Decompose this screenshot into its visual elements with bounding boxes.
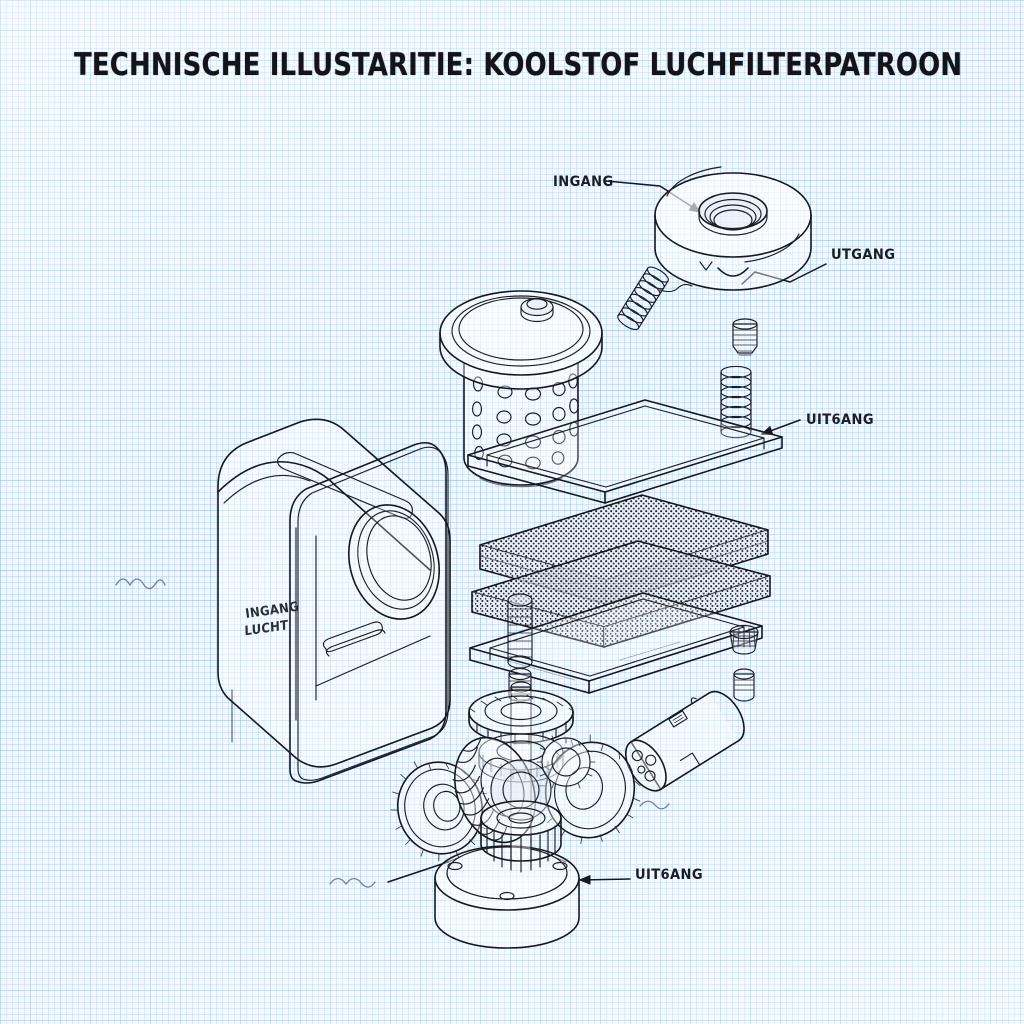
part-spring-right <box>720 365 752 439</box>
part-knurled-knob <box>729 624 759 655</box>
part-housing: INGANG LUCHT <box>217 418 451 784</box>
callout-leaders <box>387 180 827 885</box>
part-frame-top <box>467 399 783 504</box>
housing-label-line1: INGANG <box>244 600 300 622</box>
gear-left <box>390 761 490 862</box>
callout-ingang-top: INGANG <box>553 174 614 190</box>
part-motor <box>624 690 745 792</box>
part-spacer <box>733 668 755 702</box>
callout-labels: INGANG UTGANG UIT6ANG UIT6ANG <box>553 174 895 883</box>
leader-utgang-top <box>741 263 827 285</box>
part-cap-bolt <box>732 318 758 356</box>
part-filter-canister <box>439 290 603 488</box>
gear-hub <box>490 759 552 821</box>
part-cap-spring <box>617 266 669 331</box>
spring-wire-tail <box>659 283 693 293</box>
part-base-cylinder <box>434 845 580 949</box>
gear-lower-pinion <box>480 800 562 873</box>
part-gear-train <box>390 681 641 873</box>
housing-label-line2: LUCHT <box>244 618 288 639</box>
sketch-marks <box>115 578 670 888</box>
part-frame-bottom <box>469 592 763 694</box>
leader-bottom-left <box>387 861 449 883</box>
callout-uitgang-bottom: UIT6ANG <box>635 867 703 883</box>
gear-idler-right <box>536 735 596 792</box>
callout-utgang-top: UTGANG <box>831 247 895 263</box>
page-title: TECHNISCHE ILLUSTARITIE: KOOLSTOF LUCHFI… <box>74 47 963 83</box>
leader-uitgang-bottom <box>578 874 631 885</box>
callout-uitgang-mid: UIT6ANG <box>806 412 874 428</box>
leader-uitgang-mid <box>760 419 801 436</box>
part-top-cap <box>654 166 812 291</box>
leader-ingang-top <box>605 180 702 213</box>
